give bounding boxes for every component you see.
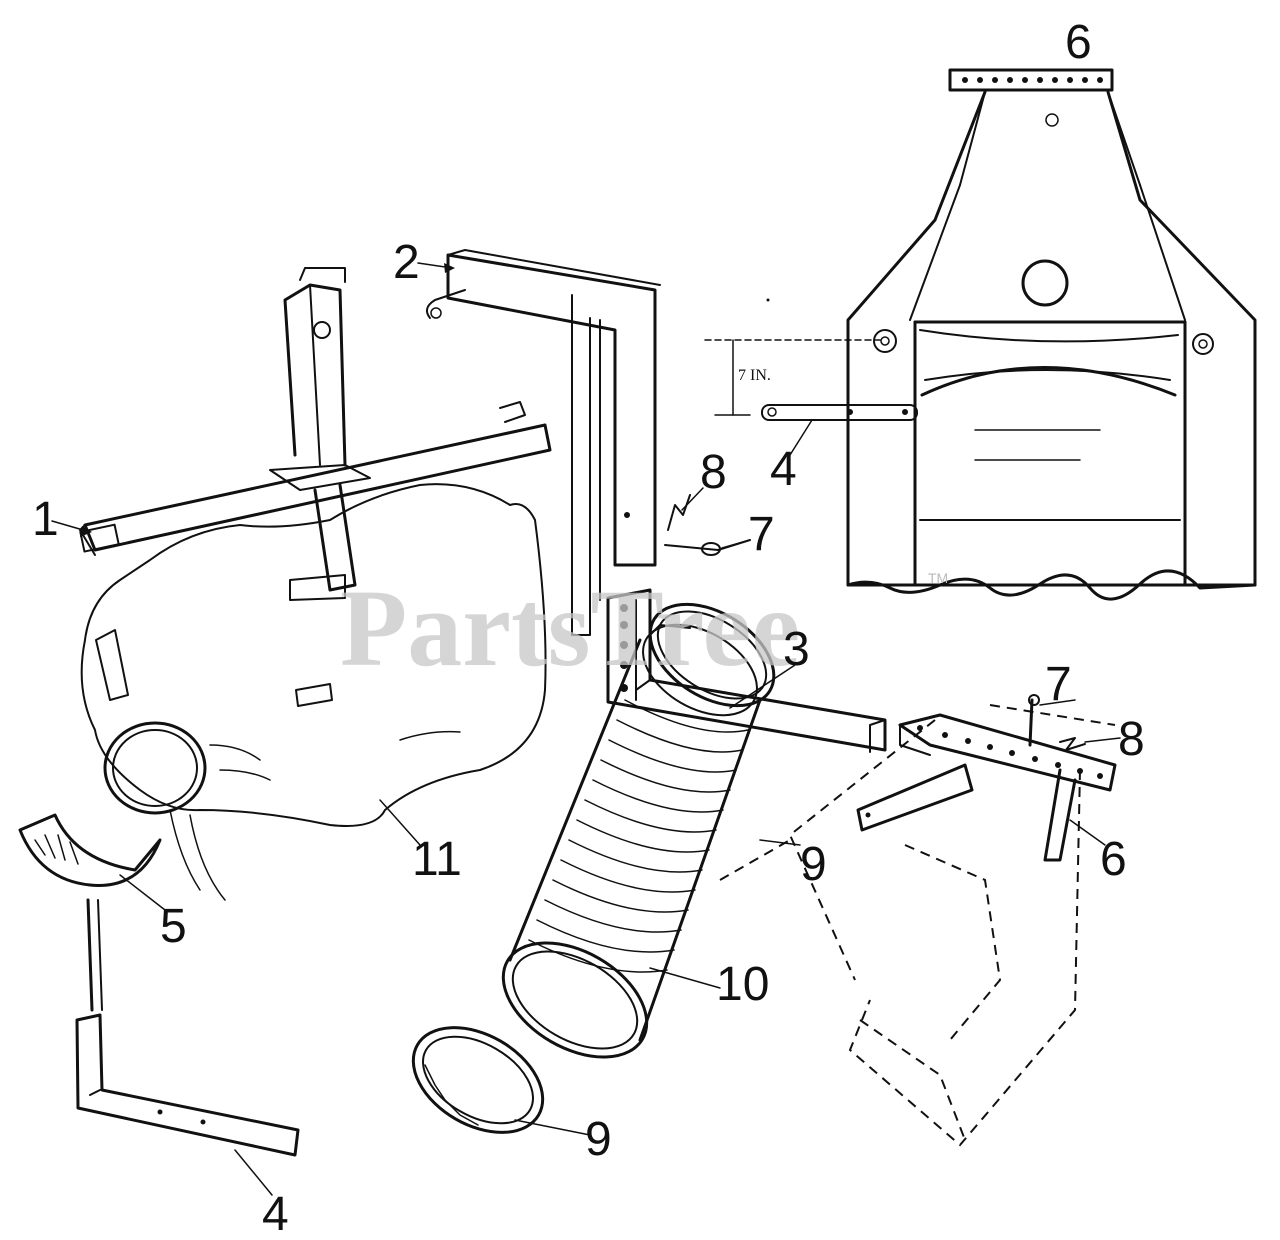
part-8-upper-hairpin xyxy=(667,494,691,531)
watermark-text: PartsTree xyxy=(340,567,800,689)
callout-2: 2 xyxy=(393,236,420,289)
callout-9-lower: 9 xyxy=(585,1113,612,1166)
callout-6-lower: 6 xyxy=(1100,833,1127,886)
part-6-lower-bracket xyxy=(856,713,1117,862)
callout-11: 11 xyxy=(412,833,462,886)
callout-labels: 6 2 1 8 7 4 3 7 8 11 5 9 6 10 9 4 xyxy=(32,16,1145,1240)
phantom-deck-outline xyxy=(719,704,1116,1147)
part-5-curved-deflector xyxy=(18,813,162,887)
dimension-label: 7 IN. xyxy=(738,367,771,384)
callout-7-upper: 7 xyxy=(748,508,775,561)
callout-5: 5 xyxy=(160,900,187,953)
callout-7-lower: 7 xyxy=(1045,658,1072,711)
watermark-trademark: TM xyxy=(928,570,948,586)
part-8-lower-hairpin xyxy=(1059,737,1086,751)
callout-4-upper: 4 xyxy=(770,443,797,496)
part-7-lower-clevis-pin xyxy=(1028,694,1040,747)
callout-9-upper: 9 xyxy=(800,838,827,891)
callout-1: 1 xyxy=(32,493,59,546)
part-4-lower-bracket xyxy=(75,898,300,1157)
callout-3: 3 xyxy=(783,623,810,676)
callout-6-top: 6 xyxy=(1065,16,1092,69)
callout-4-lower: 4 xyxy=(262,1188,289,1240)
callout-8-upper: 8 xyxy=(700,446,727,499)
part-7-upper-clevis-pin xyxy=(664,539,751,556)
part-3-bracket xyxy=(606,588,887,753)
part-11-grass-bag xyxy=(80,483,547,901)
part-2-hanger-bracket xyxy=(425,249,661,636)
leader-lines xyxy=(51,262,1121,1196)
part-6-mounting-strap xyxy=(948,68,1114,92)
part-10-flexible-hose xyxy=(501,623,762,1059)
watermark: PartsTree TM xyxy=(340,567,948,689)
mower-deck-housing xyxy=(846,90,1257,601)
dimension-marker: 7 IN. xyxy=(704,339,881,416)
callout-10: 10 xyxy=(716,958,769,1011)
part-1-frame-assembly xyxy=(79,267,552,601)
callout-8-lower: 8 xyxy=(1118,713,1145,766)
part-4-upper-rod xyxy=(761,298,918,421)
part-9-lower-hose-clamp xyxy=(411,1026,545,1134)
